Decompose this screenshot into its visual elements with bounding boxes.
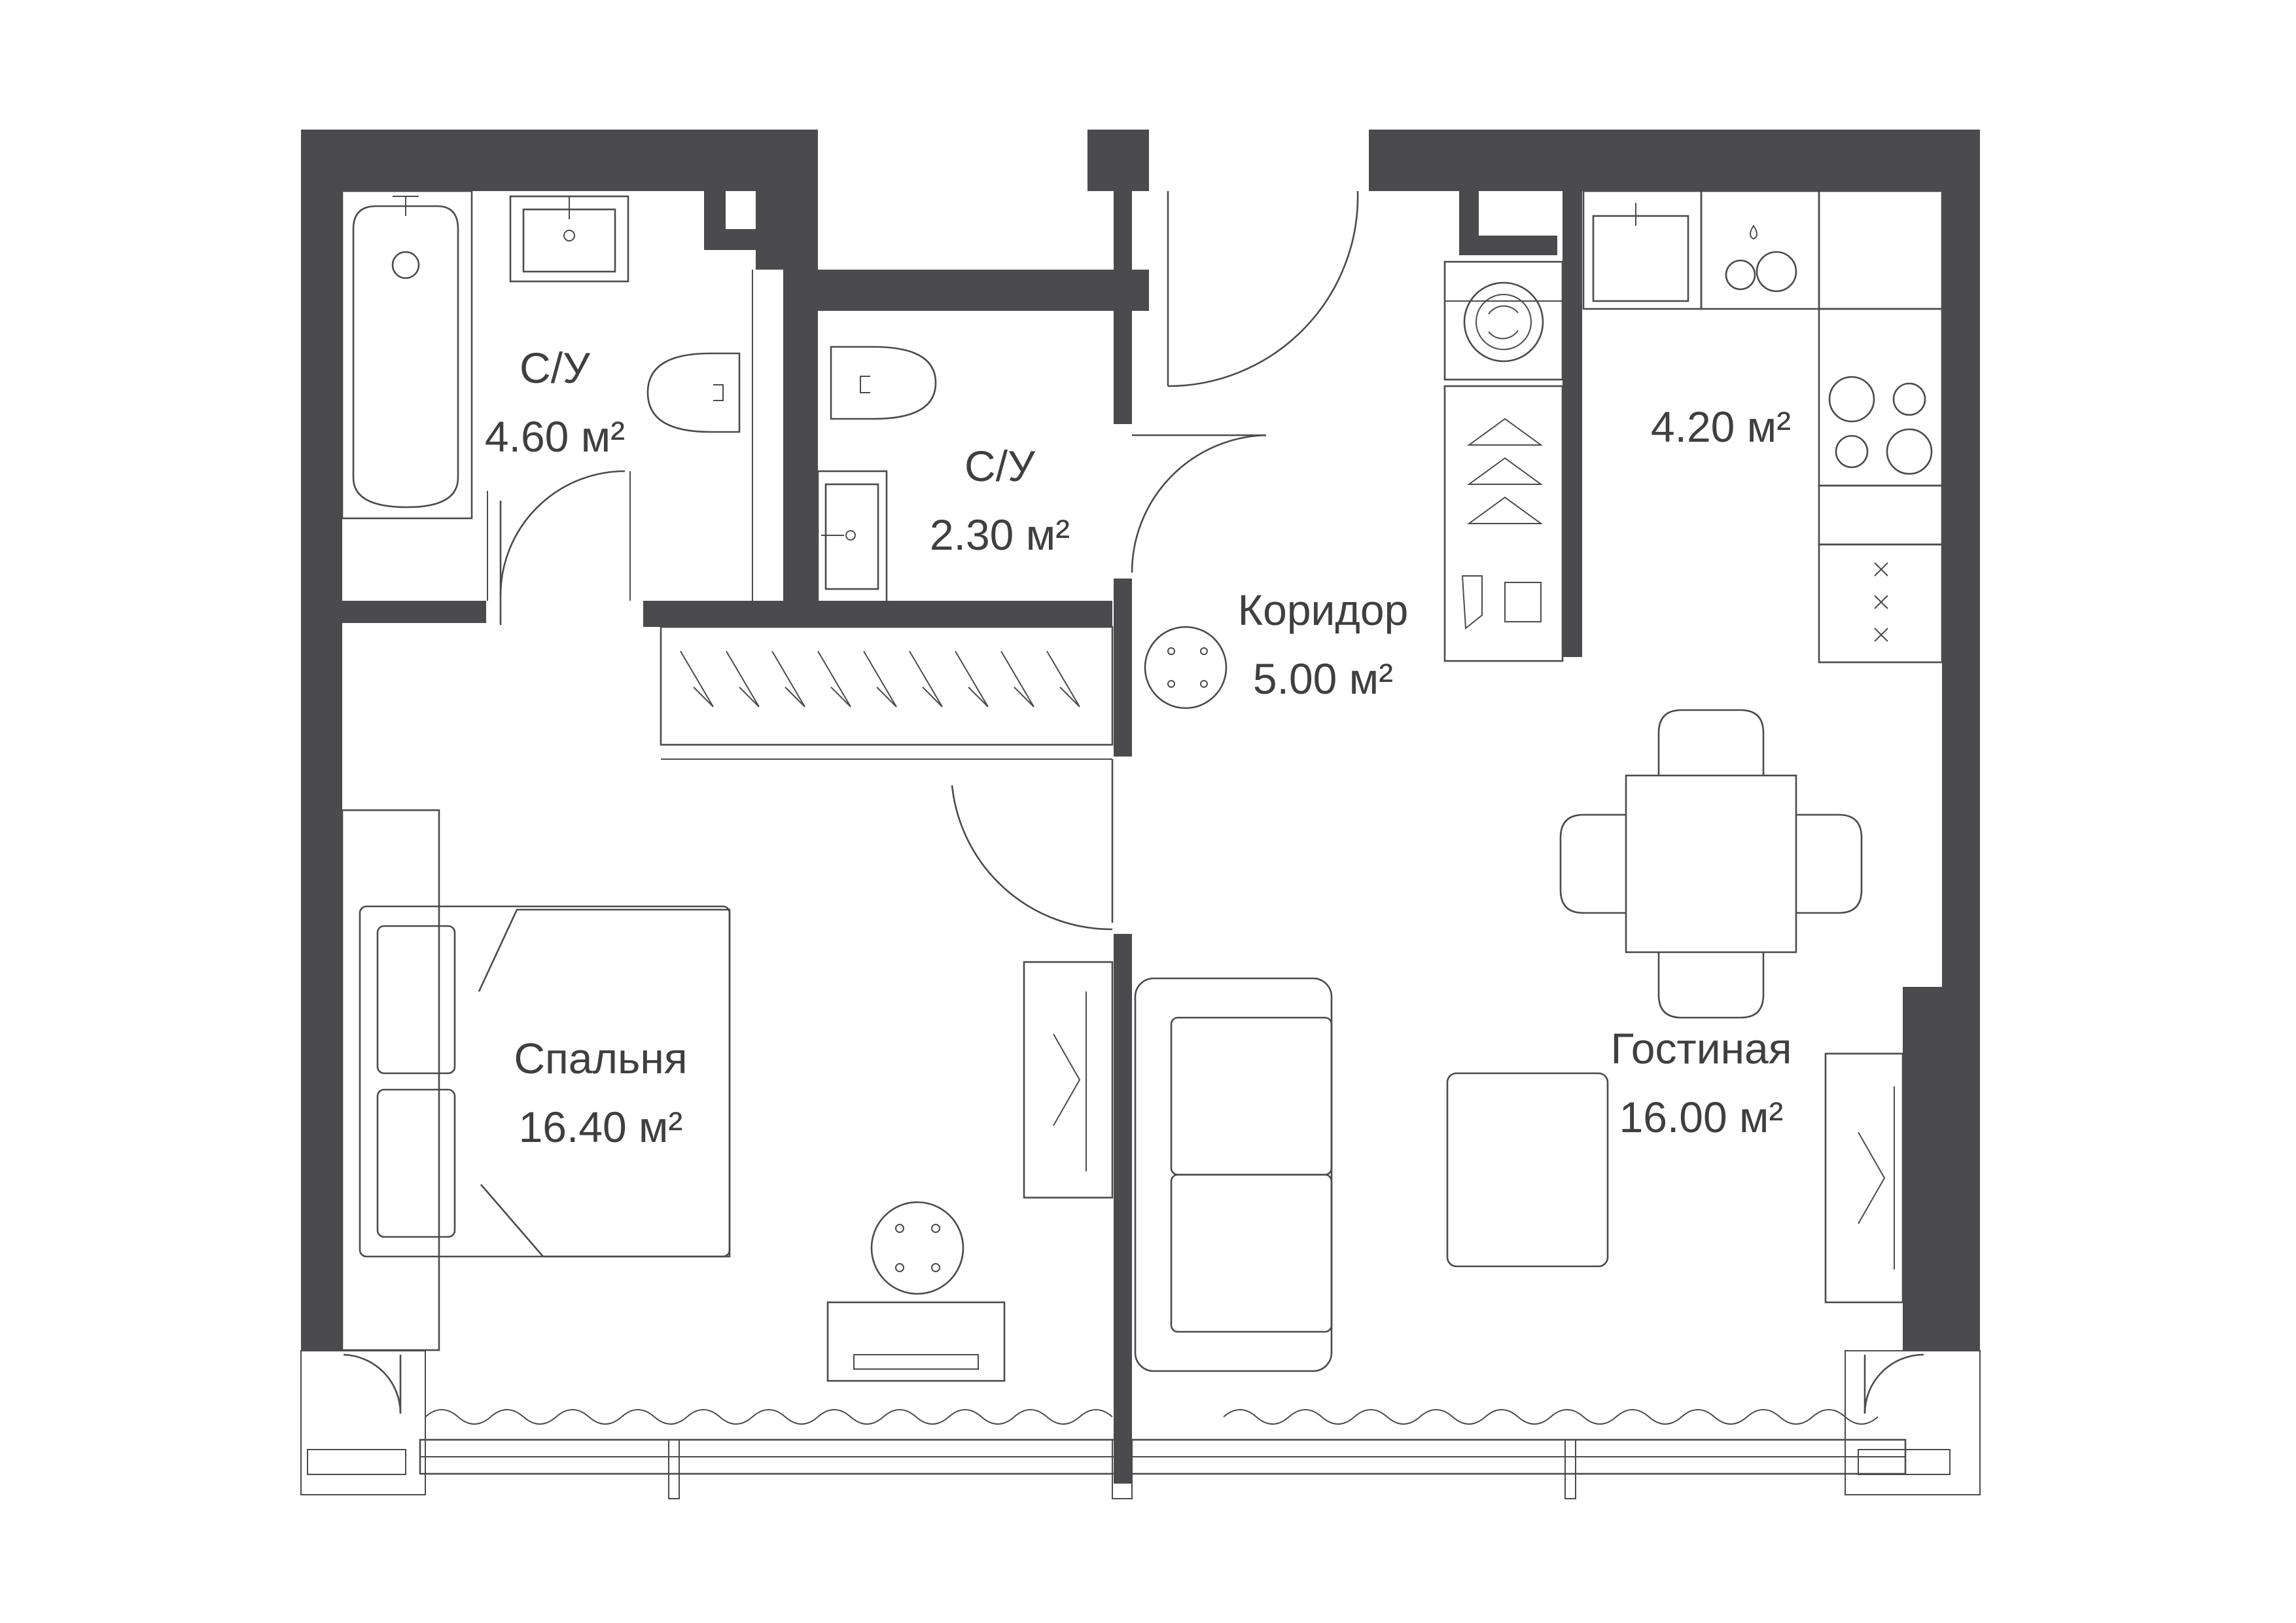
washing-machine-icon (1443, 260, 1564, 381)
room-name-bedroom: Спальня (514, 1034, 687, 1082)
sofa-icon (1134, 977, 1333, 1372)
round-table-icon (1144, 626, 1227, 709)
round-table-icon (870, 1201, 964, 1295)
curtain-icon (425, 1409, 1879, 1425)
stove-icon (1818, 308, 1943, 487)
armchair-icon (1446, 1072, 1609, 1268)
washbasin-icon (817, 470, 888, 603)
room-area-bath-small: 2.30 м² (930, 510, 1070, 559)
wardrobe-icon (1023, 961, 1114, 1199)
wardrobe-icon (1824, 1052, 1904, 1304)
stove-icon (1818, 543, 1943, 664)
room-area-living: 16.00 м² (1619, 1093, 1784, 1141)
dishes-icon (1700, 190, 1820, 310)
kitchen-sink-icon (1582, 190, 1703, 310)
clothes-hanger-icon (1443, 385, 1564, 662)
bed-icon (341, 809, 731, 1351)
bathtub-icon (341, 190, 473, 520)
room-name-living: Гостиная (1610, 1024, 1792, 1073)
door-swing-icon (343, 190, 1924, 1414)
radiator-icon (826, 1301, 1006, 1382)
room-area-bath-large: 4.60 м² (485, 412, 625, 461)
chair-icon (1559, 709, 1863, 1019)
room-name-bath-small: С/У (964, 442, 1036, 490)
room-name-bath-large: С/У (520, 344, 591, 392)
room-name-corridor: Коридор (1238, 586, 1409, 634)
dining-table-icon (1625, 774, 1797, 954)
room-area-kitchen: 4.20 м² (1651, 402, 1791, 451)
wardrobe-icon (660, 626, 1114, 760)
room-area-corridor: 5.00 м² (1253, 654, 1393, 703)
window-icon (300, 1350, 1981, 1499)
washbasin-icon (509, 195, 629, 283)
toilet-icon (646, 352, 741, 433)
room-area-bedroom: 16.40 м² (519, 1103, 683, 1151)
toilet-icon (830, 346, 937, 420)
walls (301, 130, 1980, 1484)
